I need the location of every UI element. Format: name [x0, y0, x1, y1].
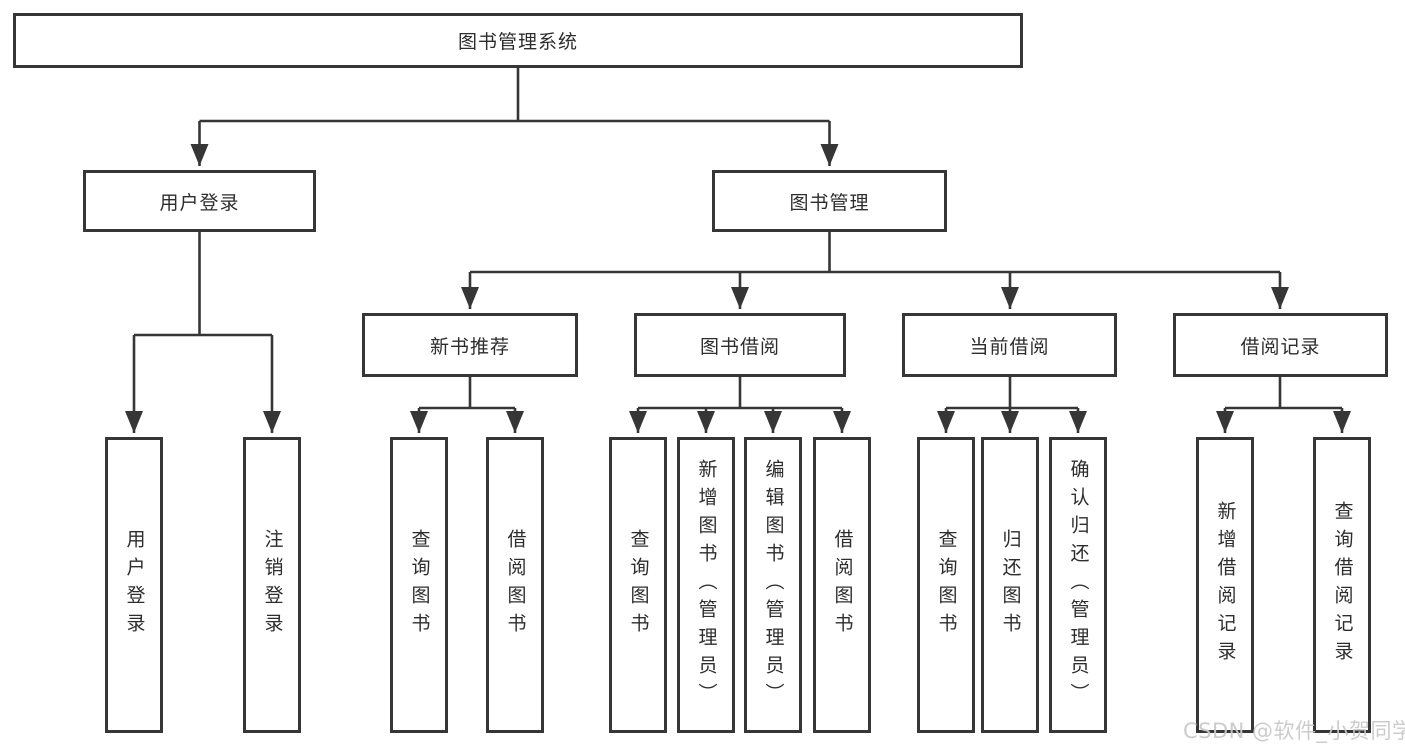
csdn-watermark: CSDN @软件_小贺同学: [1183, 719, 1405, 743]
node-new-book-recommend-label: 新书推荐: [429, 335, 510, 358]
leaf-add-borrow-record: 新增借阅记录: [1196, 437, 1254, 733]
leaf-user-login-label: 用户登录: [123, 529, 146, 641]
leaf-current-query-books: 查询图书: [917, 437, 975, 733]
node-new-book-recommend: 新书推荐: [362, 313, 578, 377]
node-library-management-system: 图书管理系统: [13, 13, 1023, 68]
node-book-management-label: 图书管理: [789, 191, 870, 214]
leaf-recommend-query-books: 查询图书: [390, 437, 448, 733]
leaf-borrow-books: 借阅图书: [813, 437, 871, 733]
node-book-borrow: 图书借阅: [634, 313, 846, 377]
connector-book-borrow-branch: [629, 377, 851, 433]
node-borrow-records: 借阅记录: [1173, 313, 1388, 377]
connector-book-management-branch: [461, 232, 1289, 309]
leaf-return-books: 归还图书: [981, 437, 1039, 733]
node-book-borrow-label: 图书借阅: [699, 335, 780, 358]
node-library-management-system-label: 图书管理系统: [457, 31, 578, 53]
node-current-borrow: 当前借阅: [902, 313, 1117, 377]
leaf-confirm-return-admin: 确认归还（管理员）: [1049, 437, 1107, 733]
node-current-borrow-label: 当前借阅: [969, 335, 1050, 358]
leaf-borrow-books-label: 借阅图书: [831, 529, 854, 641]
leaf-edit-books-admin-label: 编辑图书（管理员）: [762, 459, 785, 711]
connector-new-book-recommend-branch: [410, 377, 524, 433]
leaf-user-login: 用户登录: [105, 437, 163, 733]
connector-borrow-records-branch: [1216, 377, 1351, 433]
leaf-borrow-query-books: 查询图书: [609, 437, 667, 733]
connector-root-to-level2: [190, 68, 839, 166]
leaf-add-books-admin: 新增图书（管理员）: [677, 437, 735, 733]
leaf-recommend-borrow-books-label: 借阅图书: [504, 529, 527, 641]
leaf-borrow-query-books-label: 查询图书: [627, 529, 650, 641]
leaf-logout-label: 注销登录: [261, 529, 284, 641]
leaf-current-query-books-label: 查询图书: [935, 529, 958, 641]
leaf-add-books-admin-label: 新增图书（管理员）: [695, 459, 718, 711]
connector-user-login-branch: [125, 232, 281, 433]
leaf-return-books-label: 归还图书: [999, 529, 1022, 641]
leaf-recommend-query-books-label: 查询图书: [408, 529, 431, 641]
node-book-management: 图书管理: [712, 170, 947, 232]
leaf-edit-books-admin: 编辑图书（管理员）: [744, 437, 802, 733]
leaf-recommend-borrow-books: 借阅图书: [486, 437, 544, 733]
node-borrow-records-label: 借阅记录: [1240, 335, 1321, 358]
leaf-add-borrow-record-label: 新增借阅记录: [1214, 501, 1237, 669]
node-user-login-label: 用户登录: [159, 191, 240, 214]
node-user-login: 用户登录: [83, 170, 316, 232]
connector-current-borrow-branch: [937, 377, 1087, 433]
leaf-confirm-return-admin-label: 确认归还（管理员）: [1067, 459, 1090, 711]
leaf-query-borrow-record-label: 查询借阅记录: [1331, 501, 1354, 669]
leaf-logout: 注销登录: [243, 437, 301, 733]
leaf-query-borrow-record: 查询借阅记录: [1313, 437, 1371, 733]
